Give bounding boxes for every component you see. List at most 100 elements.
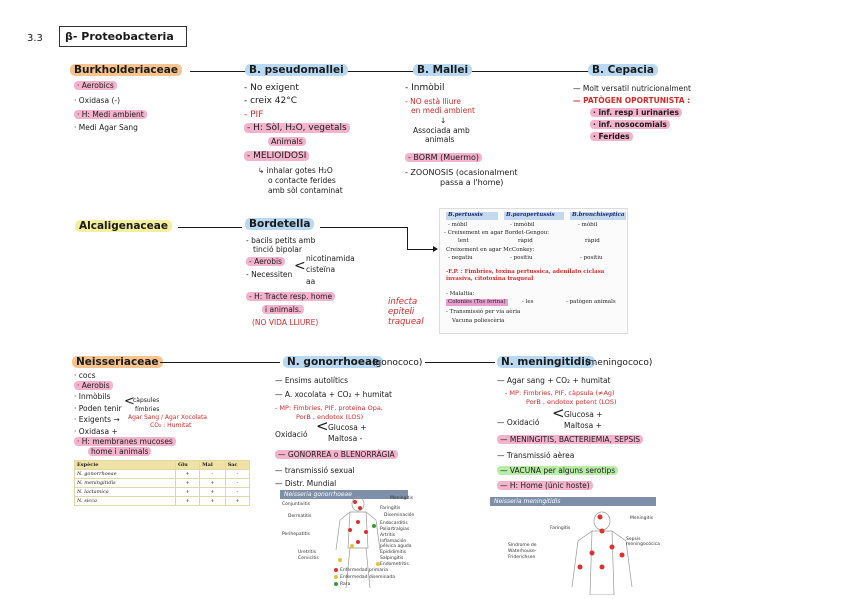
bord-cell: Creixement en agar McConkey: (446, 247, 535, 253)
neis-item: · Exigents → (74, 415, 120, 424)
gonorrhoeae-subtitle: (gonococo) (372, 358, 423, 368)
section-title-box: β- Proteobacteria (59, 26, 187, 47)
table-row: N. gonorrhoeae + - - (74, 469, 251, 479)
gono-label: Artritis (380, 533, 396, 538)
burk-item: · Oxidasa (-) (74, 96, 120, 105)
gono-legend: Enfermedad diseminada (340, 575, 395, 580)
cepacia-item: — Molt versatil nutricionalment (573, 84, 691, 93)
gono-item: — GONORREA o BLENORRÀGIA (275, 450, 398, 459)
mallei-arrow: ↓ (440, 116, 447, 125)
bord-item: (NO VIDA LLIURE) (252, 318, 319, 327)
cepacia-item: — PATÒGEN OPORTUNISTA : (573, 96, 691, 105)
neis-td: - (224, 478, 251, 488)
neis-td: - (224, 487, 251, 497)
gono-label: Endocarditis (380, 521, 408, 526)
bord-cell: - positiu (510, 255, 533, 261)
bord-item: aa (306, 277, 316, 286)
neisseria-table: Espècie Glu Mal Sac N. gonorrhoeae + - -… (74, 460, 251, 506)
mening-label: Faringitis (550, 526, 571, 531)
bord-cell: - Creixement en agar Bordet-Gengou: (444, 230, 550, 236)
bord-vacuna: Vacuna poliescèria (452, 318, 505, 324)
neis-td: + (174, 469, 201, 479)
pseudo-item: amb sòl contaminat (268, 186, 343, 195)
infecta-note: infecta epiteli traqueal (388, 297, 424, 327)
body-silhouette-icon (571, 511, 633, 595)
bord-cell: ràpid (518, 238, 533, 244)
neis-td: + (199, 487, 226, 497)
table-row: N. meningitidis + + - (74, 478, 251, 488)
gono-label: Conjuntivitis (282, 502, 310, 507)
bord-malaltia: - Malaltia: (446, 291, 475, 297)
gono-item: — Ensims autolítics (275, 376, 349, 385)
mening-item: — VACUNA per alguns serotips (497, 466, 619, 475)
mening-item: PorB , endotox potent (LOS) (526, 398, 617, 406)
meningitidis-title: N. meningitidis (497, 356, 596, 368)
bord-header: B.bronchiseptica (570, 212, 626, 220)
section-title: β- Proteobacteria (65, 30, 174, 43)
table-row: N. sicca + + + (74, 496, 251, 506)
mallei-item: passa a l'home) (440, 178, 504, 187)
pseudo-item: ↳ inhalar gotes H₂O (258, 166, 333, 175)
table-row: N. lactamica + + - (74, 487, 251, 497)
gono-item: Maltosa - (328, 434, 363, 443)
bordetella-table: B.pertussis B.parapertussis B.bronchisep… (439, 208, 628, 334)
mening-figure-title: Neisseria meningitidis (490, 497, 656, 506)
mening-item: — Oxidació (497, 418, 540, 427)
gonorrhoeae-title: N. gonorrhoeae (283, 356, 384, 368)
neis-th: Espècie (74, 460, 176, 470)
neis-item: càpsules (133, 397, 160, 404)
bord-header: B.parapertussis (504, 212, 564, 220)
neis-item: Agar Sang / Agar Xocolata (128, 414, 207, 421)
gono-label: Epididimitis (380, 550, 407, 555)
mallei-item: Associada amb (413, 126, 470, 135)
pseudomallei-title: B. pseudomallei (245, 64, 348, 76)
neisseriaceae-title: Neisseriaceae (72, 356, 163, 368)
gono-legend: Enfermedad primaria (340, 568, 388, 573)
neis-td: - (224, 469, 251, 479)
bord-cell: - negatiu (448, 255, 473, 261)
gono-item: — transmissió sexual (275, 466, 355, 475)
mening-label: Sepsis meningocócica (626, 537, 660, 547)
bord-item: - bacils petits amb (246, 236, 316, 245)
bord-cell: - mòbil (578, 222, 598, 228)
neis-td: N. gonorrhoeae (74, 469, 176, 479)
neis-td: + (174, 478, 201, 488)
gono-label: Faringitis (380, 506, 401, 511)
pseudo-item: - creix 42°C (244, 96, 298, 106)
gono-item: — Distr. Mundial (275, 479, 337, 488)
mallei-item: - BORM (Muermo) (405, 153, 483, 162)
bord-item: cisteïna (306, 265, 336, 274)
neis-item: CO₂ : Humitat (150, 422, 192, 429)
bord-cell: - inmòbil (510, 222, 535, 228)
mening-item: Glucosa + (564, 410, 603, 419)
bord-cell: - positiu (580, 255, 603, 261)
neis-td: + (224, 496, 251, 506)
bord-patogen: - patògen animals (566, 299, 616, 305)
neis-td: - (199, 469, 226, 479)
neis-th: Glu (174, 460, 201, 470)
bord-cell: - mòbil (448, 222, 468, 228)
bord-transmissio: - Transmissió per via aèria (446, 309, 521, 315)
gono-label: Dermatitis (288, 514, 312, 519)
gono-figure-title: Neisseria gonorrhoeae (280, 490, 408, 499)
bordetella-arrow (407, 249, 435, 250)
mallei-item: - NO està lliure (405, 97, 461, 106)
row3-connector (160, 362, 280, 363)
gono-label: Uretritis (298, 550, 317, 555)
body-silhouette-icon (334, 496, 381, 589)
gono-legend: Rara (340, 582, 351, 587)
neis-item: · cocs (74, 371, 96, 380)
neis-th: Sac (224, 460, 251, 470)
bordetella-title: Bordetella (245, 218, 315, 230)
bord-les: - les (522, 299, 534, 305)
gono-label: Perihepatitis (282, 532, 311, 537)
neis-item: · H: membranes mucoses (74, 437, 176, 446)
gono-label: Poliartralgias (380, 527, 410, 532)
mallei-item: en medi ambient (411, 106, 475, 115)
mening-item: — MENINGITIS, BACTERIEMIA, SEPSIS (497, 435, 644, 444)
pseudo-item: o contacte ferides (268, 176, 336, 185)
mening-label: Síndrome de Waterhouse-Friderichsen (508, 543, 537, 560)
mallei-title: B. Mallei (413, 64, 473, 76)
gono-label: Inflamación pélvica aguda (380, 539, 412, 549)
bord-header: B.pertussis (446, 212, 498, 220)
